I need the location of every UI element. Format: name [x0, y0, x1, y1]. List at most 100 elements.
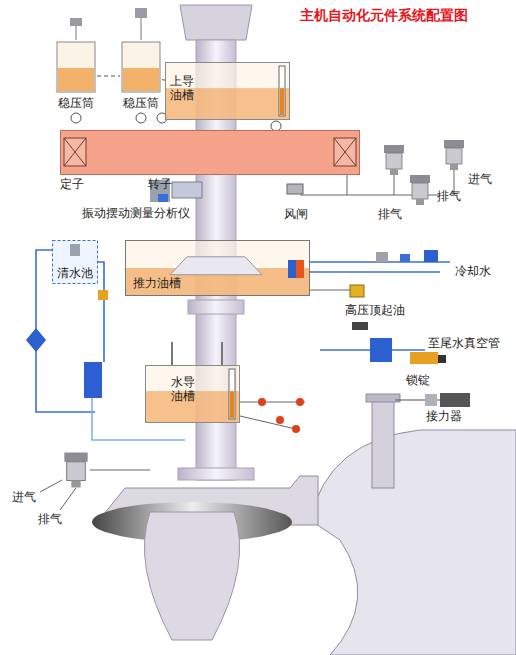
solenoid-valve — [410, 175, 430, 205]
part-label: 进气 — [12, 490, 36, 504]
part-label: 至尾水真空管 — [428, 336, 500, 350]
shaft-flange — [178, 468, 254, 480]
stator-cross — [64, 138, 86, 166]
stator-cross — [334, 138, 356, 166]
level-gauge-fill — [230, 391, 234, 418]
part-label: 进气 — [468, 172, 492, 186]
water-pipe — [98, 262, 104, 362]
pressure-switch — [98, 290, 108, 300]
node-label: 转子 — [148, 177, 178, 191]
node-label: 推力油槽 — [133, 276, 193, 290]
heater-block — [296, 260, 304, 278]
vacuum-valve — [370, 338, 392, 362]
oil-tank: 推力油槽 — [125, 240, 310, 296]
analyzer-unit — [158, 194, 168, 202]
sensor — [296, 398, 304, 406]
air-line — [40, 480, 62, 492]
flow-switch — [376, 252, 388, 262]
spiral-case-structure — [310, 430, 516, 655]
tank-body — [122, 42, 160, 92]
node-label: 上导油槽 — [170, 74, 196, 102]
oil-tank: 上导油槽 — [165, 62, 290, 120]
solenoid-valve — [384, 145, 404, 175]
brake-unit — [287, 184, 303, 194]
part-label: 排气 — [437, 189, 461, 203]
node-label: 稳压筒 — [55, 96, 97, 110]
oil-level — [58, 68, 94, 91]
runner-hub — [144, 512, 239, 640]
cooler-block — [288, 260, 296, 278]
stator-cross — [334, 138, 356, 166]
tank-body — [57, 42, 95, 92]
servomotor-switch — [425, 394, 437, 406]
shaft-top-cap — [180, 5, 252, 40]
tank-body — [126, 241, 310, 296]
gauge — [71, 113, 81, 123]
generator-band: 定子 转子 — [60, 130, 360, 192]
tank-body — [166, 63, 290, 120]
water-valve — [26, 328, 46, 352]
flow-meter — [424, 250, 438, 262]
thermometer — [171, 342, 173, 365]
air-line — [60, 488, 76, 510]
level-gauge — [279, 66, 285, 116]
thermometer — [221, 342, 223, 365]
air-line — [394, 175, 395, 195]
flow-meter — [400, 254, 410, 262]
sensor — [276, 416, 284, 424]
level-gauge — [229, 369, 235, 419]
cooling-water-pipe — [310, 271, 440, 273]
part-label: 冷却水 — [455, 264, 491, 278]
pool-body — [53, 241, 98, 284]
surge-tank: 稳压筒 — [120, 40, 162, 112]
node-label: 定子 — [60, 177, 90, 191]
stator-core — [64, 138, 86, 166]
tank-body — [146, 366, 240, 423]
water-valve — [84, 362, 102, 398]
pressure-switch-stem — [76, 26, 77, 40]
lock-device — [410, 352, 438, 364]
diagram-title: 主机自动化元件系统配置图 — [300, 8, 468, 22]
air-line — [90, 470, 150, 471]
rotor-band — [61, 131, 360, 175]
node-label: 水导油槽 — [171, 375, 197, 403]
gauge — [136, 113, 146, 123]
level-gauge-fill — [280, 88, 284, 115]
part-label: 振动摆动测量分析仪 — [82, 206, 190, 220]
pressure-switch — [135, 8, 147, 18]
part-label: 高压顶起油 — [345, 303, 405, 317]
oil-lift-device — [350, 285, 364, 297]
servomotor-cap — [366, 394, 400, 402]
lock-device — [438, 355, 446, 363]
part-label: 排气 — [378, 207, 402, 221]
part-label: 接力器 — [426, 409, 462, 423]
sensor-line — [240, 416, 300, 430]
sensor — [258, 398, 266, 406]
connector-line — [162, 79, 165, 81]
servomotor-switch — [440, 393, 470, 407]
sensor — [292, 425, 300, 433]
shaft-collar — [188, 300, 244, 314]
servomotor-column — [372, 398, 394, 488]
oil-lift-device — [352, 322, 368, 330]
water-pool: 清水池 — [52, 240, 98, 284]
part-label: 排气 — [38, 512, 62, 526]
connector-line — [97, 76, 120, 77]
oil-tank: 水导油槽 — [145, 365, 240, 423]
node-shape — [60, 130, 360, 192]
oil-pipe — [310, 290, 350, 291]
part-label: 风闸 — [284, 207, 308, 221]
stator-core — [334, 138, 356, 166]
node-label: 清水池 — [52, 266, 98, 280]
gauge — [271, 121, 281, 131]
solenoid-valve — [444, 140, 464, 170]
surge-tank: 稳压筒 — [55, 40, 97, 112]
node-label: 稳压筒 — [120, 96, 162, 110]
oil-level — [123, 68, 159, 91]
level-switch — [70, 244, 80, 256]
sensor-line — [240, 402, 305, 403]
solenoid-valve — [64, 453, 87, 488]
